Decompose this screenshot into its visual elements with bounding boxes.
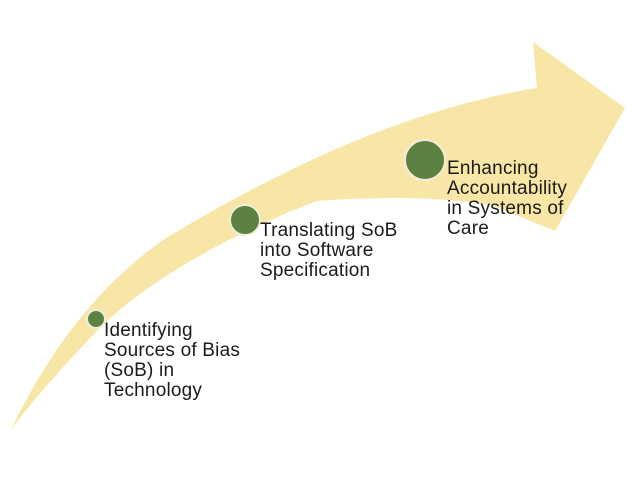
growth-arrow-shape: [11, 42, 625, 430]
milestone-dot-2: [229, 204, 261, 236]
step-label-identifying-sources-of-bias: Identifying Sources of Bias (SoB) in Tec…: [104, 320, 241, 401]
milestone-dot-3: [404, 139, 446, 181]
step-label-translating-sob: Translating SoB into Software Specificat…: [260, 220, 398, 281]
step-label-enhancing-accountability: Enhancing Accountability in Systems of C…: [447, 158, 568, 239]
milestone-dot-1: [86, 309, 106, 329]
